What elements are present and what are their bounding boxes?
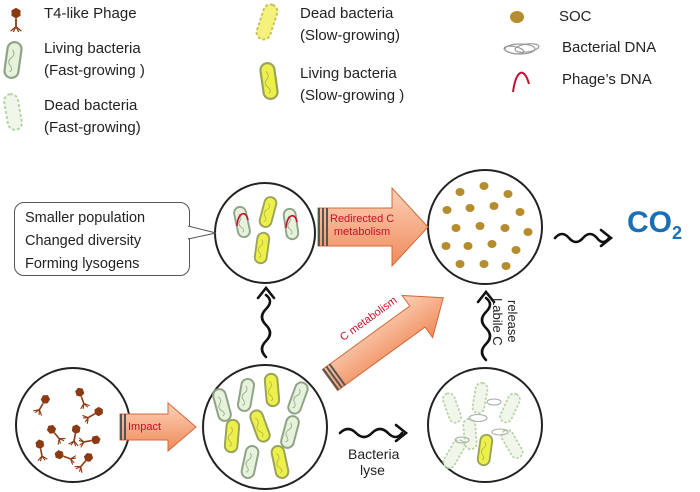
phage-dna-legend-icon	[512, 71, 530, 93]
effects-callout: Smaller population Changed diversity For…	[14, 202, 190, 276]
soc-legend-icon	[510, 11, 524, 23]
bacterial-dna-legend-label: Bacterial DNA	[562, 39, 657, 56]
lyse-label-2: lyse	[360, 462, 385, 478]
phage-legend-label: T4-like Phage	[44, 5, 137, 22]
labile-release-wavy-arrow	[476, 289, 496, 362]
phage-community-circle	[15, 367, 131, 483]
impact-arrow	[119, 401, 197, 453]
redirected-metabolism-arrow	[317, 186, 429, 268]
infected-bacteria-circle	[214, 182, 316, 284]
lyse-label-1: Bacteria	[348, 446, 400, 462]
impact-label: Impact	[128, 421, 162, 433]
living-slow-legend-label-1: Living bacteria	[300, 65, 397, 82]
soc-circle	[427, 169, 543, 285]
co2-release-wavy-arrow	[553, 228, 614, 248]
co2-base: CO	[627, 206, 672, 239]
callout-line-3: Forming lysogens	[25, 256, 140, 272]
labile-c-label-1: Labile C	[490, 298, 505, 346]
labile-c-label-2: release	[505, 300, 520, 343]
dead-fast-legend-icon	[1, 92, 25, 132]
living-fast-legend-label-2: (Fast-growing )	[44, 62, 145, 79]
dead-fast-legend-label-1: Dead bacteria	[44, 97, 138, 114]
phage-legend-icon	[9, 6, 23, 33]
living-fast-legend-icon	[2, 40, 24, 80]
lyse-wavy-arrow	[338, 423, 409, 443]
soc-legend-label: SOC	[559, 8, 592, 25]
callout-line-2: Changed diversity	[25, 233, 142, 249]
co2-label: CO2	[627, 206, 682, 244]
phage-dna-legend-label: Phage’s DNA	[562, 71, 652, 88]
living-fast-legend-label-1: Living bacteria	[44, 40, 141, 57]
bacteria-community-circle	[202, 364, 328, 490]
callout-pointer	[188, 226, 217, 240]
lysed-bacteria-circle	[427, 367, 543, 483]
c-metabolism-arrow	[321, 294, 444, 392]
dead-slow-legend-label-2: (Slow-growing)	[300, 27, 401, 44]
upward-wavy-arrow	[256, 285, 276, 359]
dead-fast-legend-label-2: (Fast-growing)	[44, 119, 141, 136]
living-slow-legend-icon	[258, 61, 280, 101]
redirected-label-2: metabolism	[333, 226, 391, 238]
co2-subscript: 2	[672, 223, 683, 243]
bacterial-dna-legend-icon	[503, 43, 540, 55]
living-slow-legend-label-2: (Slow-growing )	[300, 87, 405, 104]
redirected-label-1: Redirected C	[330, 213, 395, 225]
callout-line-1: Smaller population	[25, 210, 146, 226]
dead-slow-legend-icon	[253, 1, 281, 43]
dead-slow-legend-label-1: Dead bacteria	[300, 5, 394, 22]
